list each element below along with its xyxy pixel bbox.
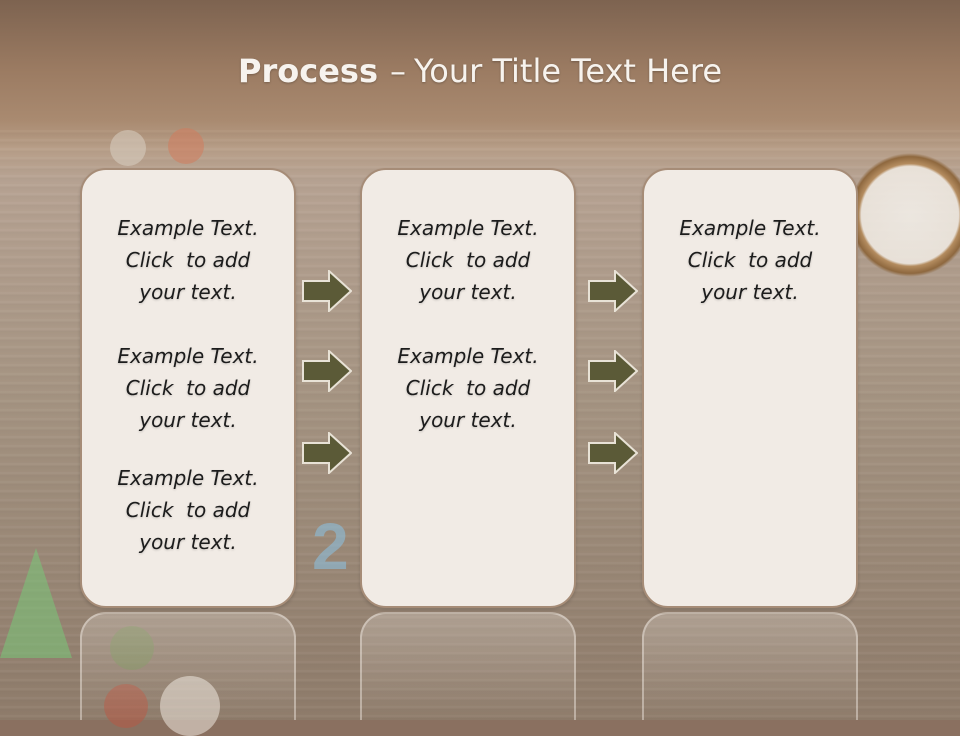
button-decoration	[110, 626, 154, 670]
right-arrow-icon[interactable]	[302, 432, 352, 474]
text-line: Example Text.	[397, 344, 539, 368]
text-line: your text.	[139, 408, 237, 432]
text-line: your text.	[139, 280, 237, 304]
number-decoration: 2	[312, 509, 349, 583]
text-line: Click to add	[687, 248, 813, 272]
right-arrow-icon[interactable]	[302, 350, 352, 392]
panel-reflection	[642, 612, 858, 720]
text-line: Example Text.	[397, 216, 539, 240]
process-panel-1[interactable]: Example Text. Click to add your text. Ex…	[80, 168, 296, 608]
text-placeholder[interactable]: Example Text. Click to add your text.	[362, 212, 574, 308]
text-placeholder[interactable]: Example Text. Click to add your text.	[82, 462, 294, 558]
title-text: Your Title Text Here	[413, 52, 722, 90]
tree-decoration	[0, 548, 72, 658]
title-dash: –	[389, 52, 406, 90]
right-arrow-icon[interactable]	[588, 270, 638, 312]
right-arrow-icon[interactable]	[588, 432, 638, 474]
text-line: Example Text.	[679, 216, 821, 240]
text-line: your text.	[701, 280, 799, 304]
text-line: your text.	[139, 530, 237, 554]
text-placeholder[interactable]: Example Text. Click to add your text.	[82, 340, 294, 436]
panel-reflection	[360, 612, 576, 720]
text-line: Example Text.	[117, 466, 259, 490]
process-panel-3[interactable]: Example Text. Click to add your text.	[642, 168, 858, 608]
text-line: Example Text.	[117, 216, 259, 240]
process-panel-2[interactable]: Example Text. Click to add your text. Ex…	[360, 168, 576, 608]
text-line: Example Text.	[117, 344, 259, 368]
text-line: Click to add	[405, 376, 531, 400]
text-placeholder[interactable]: Example Text. Click to add your text.	[362, 340, 574, 436]
text-line: Click to add	[405, 248, 531, 272]
text-placeholder[interactable]: Example Text. Click to add your text.	[644, 212, 856, 308]
button-decoration	[168, 128, 204, 164]
text-placeholder[interactable]: Example Text. Click to add your text.	[82, 212, 294, 308]
text-line: your text.	[419, 408, 517, 432]
clock-image	[850, 150, 960, 280]
text-line: Click to add	[125, 376, 251, 400]
button-decoration	[110, 130, 146, 166]
slide-title[interactable]: Process–Your Title Text Here	[0, 52, 960, 90]
right-arrow-icon[interactable]	[588, 350, 638, 392]
right-arrow-icon[interactable]	[302, 270, 352, 312]
panel-reflection	[80, 612, 296, 720]
text-line: Click to add	[125, 248, 251, 272]
text-line: your text.	[419, 280, 517, 304]
text-line: Click to add	[125, 498, 251, 522]
title-bold: Process	[238, 52, 378, 90]
